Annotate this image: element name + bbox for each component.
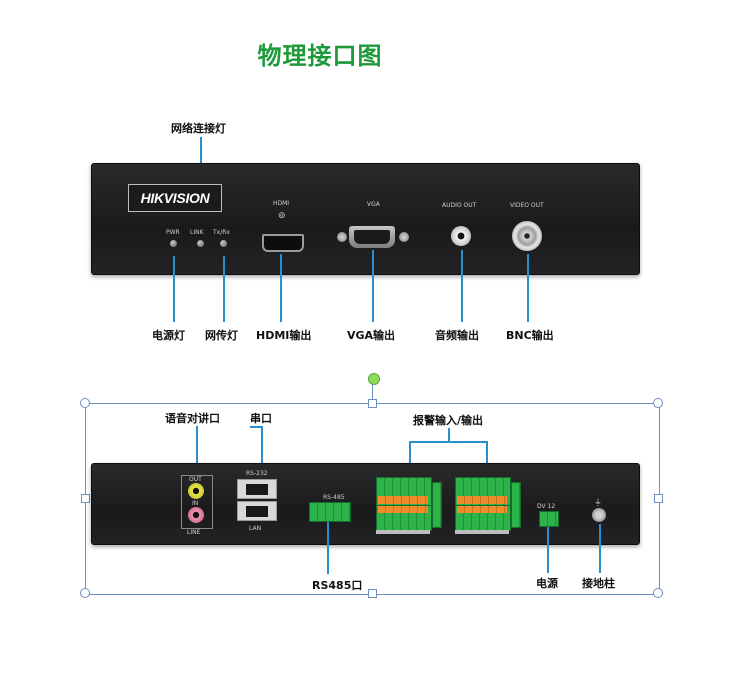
leader-line-vga bbox=[372, 250, 374, 322]
screw-icon bbox=[399, 232, 409, 242]
rear-panel bbox=[91, 463, 640, 545]
terminal-label-strip bbox=[376, 530, 430, 534]
hdmi-logo-icon: ⊚ bbox=[278, 211, 286, 221]
callout-alarm-io: 报警输入/输出 bbox=[413, 414, 484, 427]
leader-line-ground bbox=[599, 524, 601, 573]
link-led-icon bbox=[197, 240, 204, 247]
leader-line-hdmi bbox=[280, 254, 282, 322]
audio-strip bbox=[181, 475, 213, 529]
bnc-connector-icon bbox=[512, 221, 542, 251]
leader-line-alarm bbox=[448, 428, 450, 442]
rotate-handle-stem bbox=[372, 384, 373, 403]
leader-line-serial bbox=[261, 426, 263, 476]
resize-handle-icon[interactable] bbox=[653, 398, 663, 408]
line-label: LINE bbox=[187, 529, 201, 536]
video-out-label: VIDEO OUT bbox=[510, 202, 544, 209]
resize-handle-icon[interactable] bbox=[654, 494, 663, 503]
callout-power-led: 电源灯 bbox=[152, 329, 185, 342]
ground-symbol-icon: ⏚ bbox=[594, 498, 602, 507]
power-terminal-icon bbox=[539, 511, 559, 527]
callout-rs485: RS485口 bbox=[312, 579, 363, 592]
rs232-port-icon bbox=[237, 479, 277, 499]
callout-bnc-out: BNC输出 bbox=[506, 329, 554, 342]
vga-pins-icon bbox=[354, 230, 390, 244]
lan-port-icon bbox=[237, 501, 277, 521]
leader-line-serial-h bbox=[250, 426, 262, 428]
leader-line-rs485 bbox=[327, 522, 329, 574]
hdmi-label: HDMI bbox=[273, 200, 290, 207]
leader-line-intercom bbox=[196, 426, 198, 474]
callout-audio-out: 音频输出 bbox=[435, 329, 479, 342]
vga-label: VGA bbox=[367, 201, 380, 208]
link-label: LINK bbox=[190, 229, 204, 236]
callout-power: 电源 bbox=[536, 577, 558, 590]
hdmi-port-icon bbox=[262, 234, 304, 252]
callout-hdmi-out: HDMI输出 bbox=[256, 329, 312, 342]
alarm-terminal-pins-icon bbox=[457, 506, 507, 513]
callout-network-led: 网络连接灯 bbox=[171, 122, 226, 135]
leader-line-alarm-h bbox=[409, 441, 488, 443]
callout-ground: 接地柱 bbox=[582, 577, 615, 590]
rs232-label: RS-232 bbox=[246, 470, 268, 477]
rs485-terminal-icon bbox=[309, 502, 351, 522]
terminal-label-strip bbox=[455, 530, 509, 534]
page-title: 物理接口图 bbox=[257, 42, 383, 70]
rs485-label: RS-485 bbox=[323, 494, 345, 501]
front-panel bbox=[91, 163, 640, 275]
resize-handle-icon[interactable] bbox=[653, 588, 663, 598]
audio-in-jack-icon bbox=[188, 507, 204, 523]
screw-icon bbox=[337, 232, 347, 242]
dv12-label: DV 12 bbox=[537, 503, 556, 510]
leader-line-alarm-right bbox=[486, 441, 488, 471]
hikvision-logo: HIKVISION bbox=[128, 184, 222, 212]
audio-out-jack-icon bbox=[188, 483, 204, 499]
resize-handle-icon[interactable] bbox=[80, 398, 90, 408]
callout-data-led: 网传灯 bbox=[205, 329, 238, 342]
alarm-terminal-side-icon bbox=[511, 482, 521, 528]
rotate-handle-icon[interactable] bbox=[368, 373, 380, 385]
audio-jack-icon bbox=[451, 226, 471, 246]
leader-line-bnc bbox=[527, 254, 529, 322]
resize-handle-icon[interactable] bbox=[368, 399, 377, 408]
power-led-icon bbox=[170, 240, 177, 247]
txrx-led-icon bbox=[220, 240, 227, 247]
alarm-terminal-pins-icon bbox=[457, 496, 507, 504]
ground-post-icon bbox=[592, 508, 606, 522]
leader-line-power-led bbox=[173, 256, 175, 322]
resize-handle-icon[interactable] bbox=[368, 589, 377, 598]
audio-out-label: AUDIO OUT bbox=[442, 202, 477, 209]
port-socket-icon bbox=[246, 506, 268, 517]
alarm-terminal-side-icon bbox=[432, 482, 442, 528]
in-label: IN bbox=[192, 500, 199, 507]
pwr-label: PWR bbox=[166, 229, 180, 236]
vga-port-icon bbox=[337, 226, 409, 248]
leader-line-power bbox=[547, 527, 549, 573]
callout-intercom: 语音对讲口 bbox=[165, 412, 220, 425]
lan-label: LAN bbox=[249, 525, 262, 532]
callout-serial: 串口 bbox=[250, 412, 272, 425]
port-socket-icon bbox=[246, 484, 268, 495]
leader-line-audio bbox=[461, 250, 463, 322]
leader-line-alarm-left bbox=[409, 441, 411, 471]
alarm-terminal-pins-icon bbox=[378, 496, 428, 504]
leader-line-data-led bbox=[223, 256, 225, 322]
alarm-terminal-pins-icon bbox=[378, 506, 428, 513]
callout-vga-out: VGA输出 bbox=[347, 329, 396, 342]
txrx-label: Tx/Rx bbox=[213, 229, 230, 236]
out-label: OUT bbox=[189, 476, 202, 483]
resize-handle-icon[interactable] bbox=[81, 494, 90, 503]
vga-connector-icon bbox=[349, 226, 395, 248]
resize-handle-icon[interactable] bbox=[80, 588, 90, 598]
